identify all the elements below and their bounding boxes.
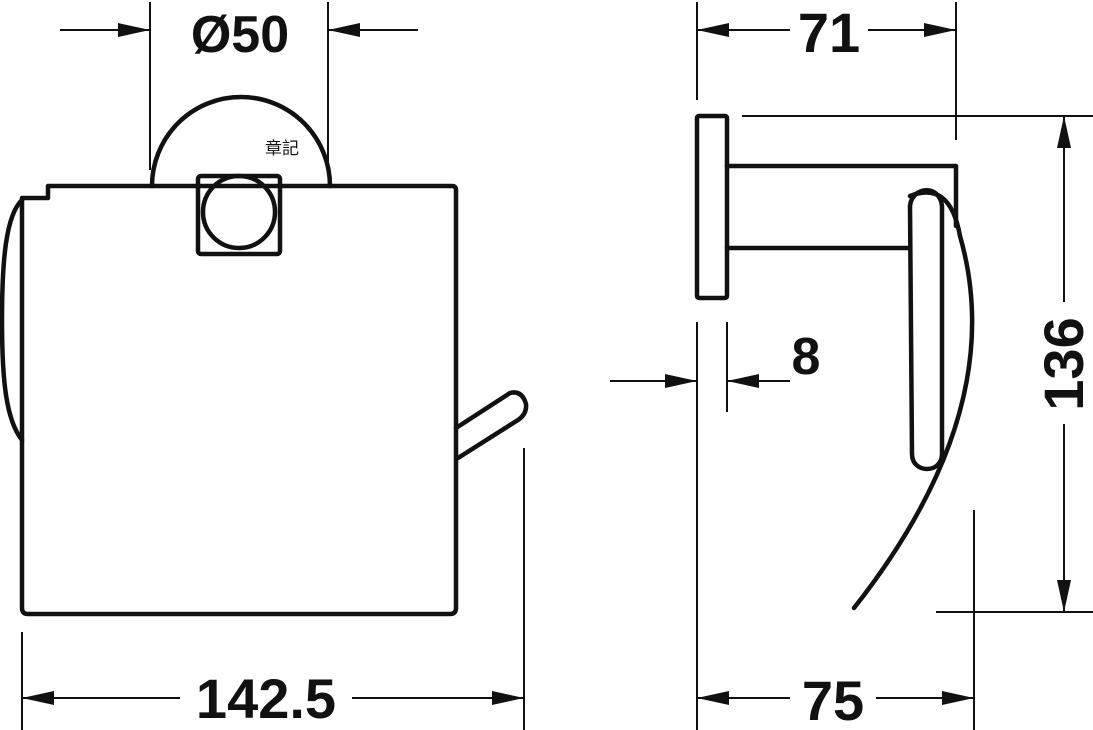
dim-depth-bottom: 75 bbox=[802, 669, 864, 730]
support-bar bbox=[724, 163, 959, 251]
roll-pin bbox=[907, 188, 945, 472]
holder-arm bbox=[453, 390, 529, 461]
wall-rosette bbox=[149, 94, 333, 189]
hinge-knob bbox=[200, 173, 278, 251]
cover-flap bbox=[851, 190, 975, 611]
dim-depth-top: 71 bbox=[798, 1, 860, 64]
dim-width: 142.5 bbox=[196, 667, 336, 730]
cover-plate bbox=[19, 183, 459, 617]
side-view bbox=[694, 113, 975, 611]
front-view bbox=[0, 94, 529, 617]
wall-plate bbox=[694, 113, 730, 301]
dim-height: 136 bbox=[1032, 317, 1093, 410]
stamp-label: 章記 bbox=[265, 139, 299, 159]
dim-plate-thickness: 8 bbox=[792, 328, 821, 386]
paper-roll-edge bbox=[0, 197, 25, 443]
side-dimensions bbox=[610, 2, 1093, 730]
dim-diameter: Ø50 bbox=[191, 6, 289, 64]
front-dimensions bbox=[21, 2, 525, 730]
